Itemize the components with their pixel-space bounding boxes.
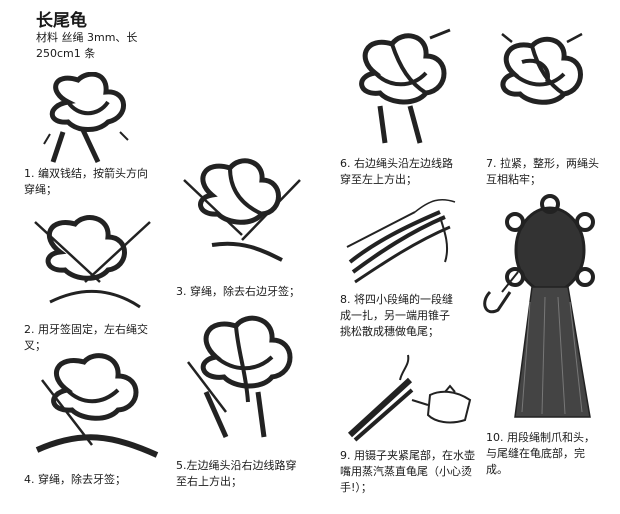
step-5-caption: 5.左边绳头沿右边线路穿 至右上方出； (176, 459, 297, 488)
step-10-caption: 10. 用段绳制爪和头， 与尾缝在龟底部，完 成。 (486, 431, 595, 476)
page-title: 长尾龟 (36, 11, 87, 31)
step-2-caption: 2. 用牙签固定，左右绳交 叉； (24, 323, 148, 352)
step-1-caption: 1. 编双钱结，按箭头方向 穿绳； (24, 167, 148, 196)
step-6-knot-illustration (350, 28, 455, 146)
step-9-caption: 9. 用镊子夹紧尾部，在水壶 嘴用蒸汽蒸直龟尾（小心烫 手!）； (340, 449, 475, 494)
step-10-finished-turtle-illustration (470, 192, 610, 420)
step-7-caption: 7. 拉紧，整形，两绳头 互相粘牢； (486, 157, 599, 186)
step-8-tassel-illustration (345, 192, 460, 287)
step-6-caption: 6. 右边绳头沿左边线路 穿至左上方出； (340, 157, 453, 186)
step-3-caption: 3. 穿绳，除去右边牙签； (176, 285, 300, 298)
step-4-caption: 4. 穿绳，除去牙签； (24, 473, 126, 486)
step-4-knot-illustration (32, 350, 162, 462)
step-1-knot-illustration (38, 72, 138, 164)
step-9-steaming-illustration (340, 350, 480, 450)
step-8-caption: 8. 将四小段绳的一段缝 成一扎，另一端用锥子 挑松散成穗做龟尾； (340, 293, 453, 338)
materials-text: 材料 丝绳 3mm、长 250cm1 条 (36, 31, 138, 60)
step-3-knot-illustration (182, 150, 302, 265)
step-2-knot-illustration (30, 212, 155, 312)
step-7-knot-illustration (492, 32, 592, 142)
step-5-knot-illustration (186, 312, 306, 442)
